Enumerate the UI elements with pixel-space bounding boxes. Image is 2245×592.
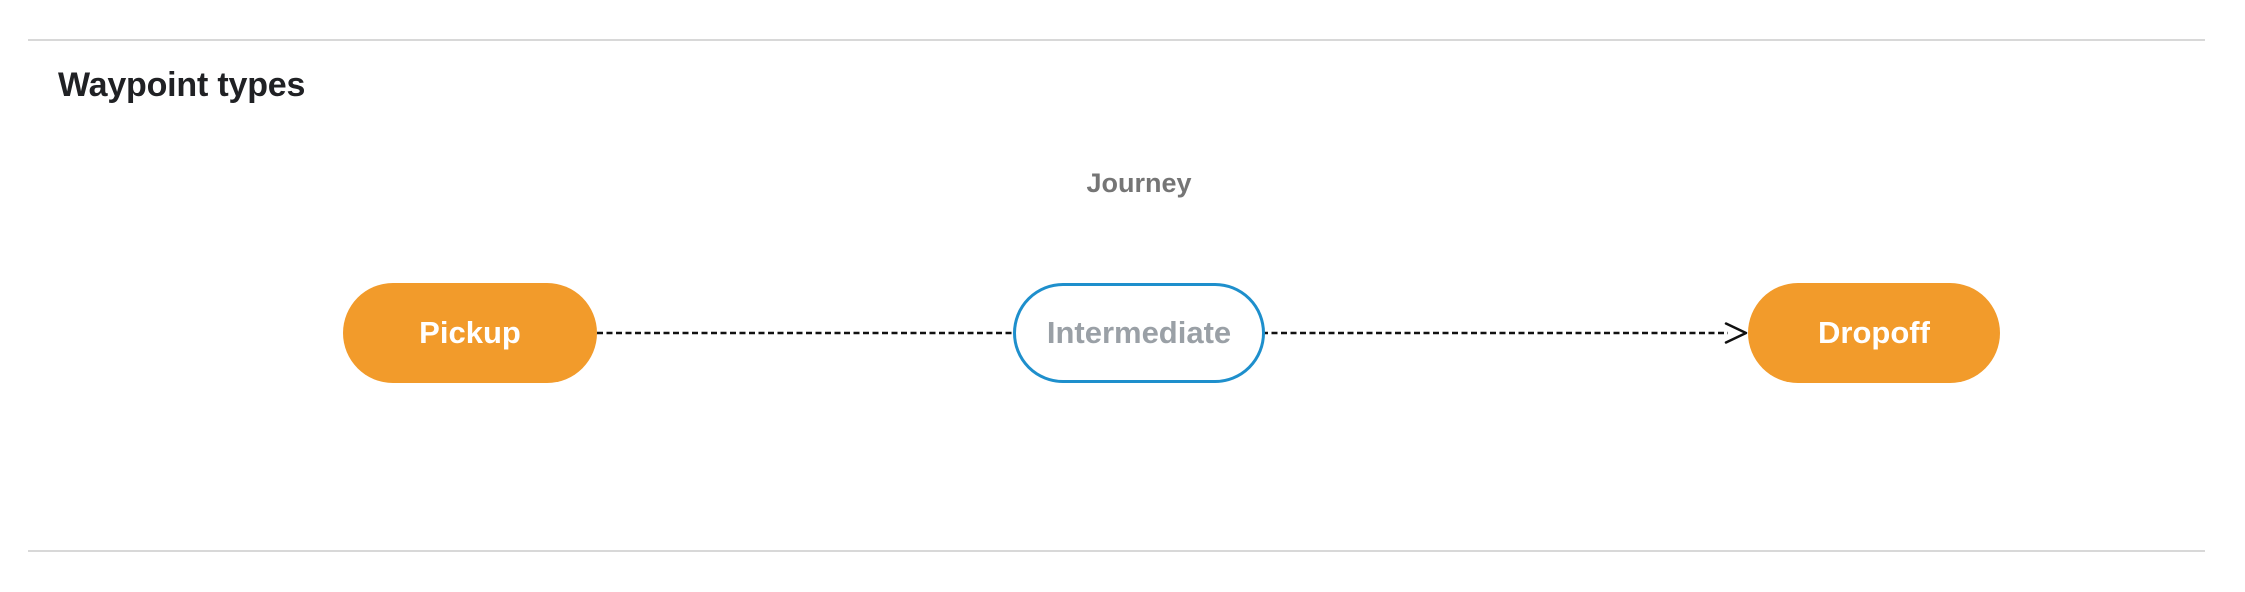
node-pickup-label: Pickup <box>419 315 521 350</box>
node-intermediate: Intermediate <box>1013 283 1265 383</box>
divider-bottom <box>28 550 2205 552</box>
page-title: Waypoint types <box>58 66 306 104</box>
node-intermediate-label: Intermediate <box>1046 315 1232 350</box>
arrowhead-icon <box>1724 322 1748 344</box>
divider-top <box>28 39 2205 41</box>
node-dropoff-label: Dropoff <box>1818 315 1930 350</box>
journey-label: Journey <box>1086 168 1192 198</box>
node-dropoff: Dropoff <box>1748 283 2000 383</box>
node-pickup: Pickup <box>343 283 597 383</box>
